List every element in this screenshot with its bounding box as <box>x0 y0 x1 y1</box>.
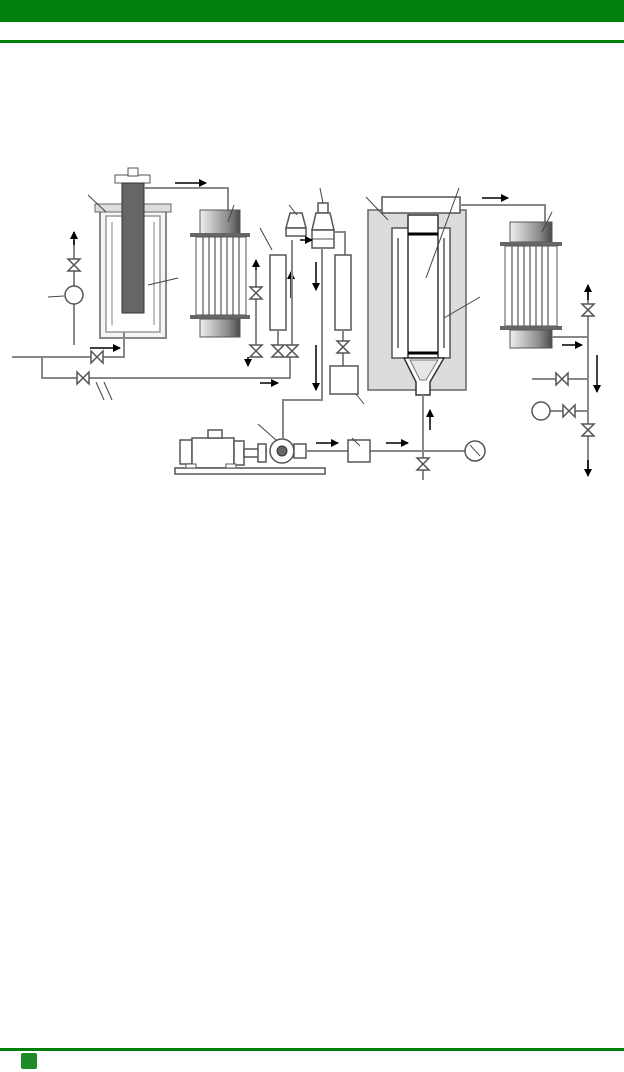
pressure-gauge-icon <box>64 285 84 305</box>
leader-line <box>355 393 365 405</box>
heat-exchanger-icon <box>500 221 562 349</box>
leader-line <box>147 277 179 286</box>
pipe <box>282 248 323 438</box>
reactor-left <box>94 167 172 339</box>
valve-icon <box>270 344 286 358</box>
fluidized-bed-furnace <box>367 196 467 396</box>
leader-line <box>95 381 105 401</box>
cyclone-large <box>311 202 335 249</box>
gauge-needle <box>469 444 481 457</box>
heat-exchanger-icon <box>190 209 250 338</box>
recycle-logo-icon <box>21 1053 37 1069</box>
valve-icon <box>66 258 82 272</box>
leader-line <box>47 295 65 298</box>
process-flow-diagram <box>12 167 601 480</box>
leader-line <box>259 227 273 251</box>
leader-line <box>227 204 235 223</box>
header-bar <box>0 0 624 22</box>
pipe <box>144 187 229 212</box>
leader-line <box>257 423 277 441</box>
valve-icon <box>555 371 569 387</box>
valve-icon <box>415 457 431 471</box>
cyclone-small <box>285 212 307 237</box>
pipe <box>255 240 293 345</box>
pipe <box>460 204 546 222</box>
leader-line <box>87 194 107 213</box>
pipe <box>42 332 125 358</box>
leader-line <box>541 211 553 233</box>
leader-line <box>351 437 361 447</box>
valve-icon <box>562 403 576 419</box>
leader-line <box>288 204 298 216</box>
valve-icon <box>284 344 300 358</box>
leader-line <box>103 381 113 401</box>
collection-vessel <box>329 365 359 395</box>
leader-line <box>443 296 481 319</box>
valve-icon <box>76 370 90 386</box>
valve-icon <box>248 286 264 300</box>
separation-column <box>334 254 352 331</box>
leader-line <box>365 196 389 221</box>
leader-line <box>319 187 324 204</box>
pump-motor-icon <box>174 429 326 475</box>
footer-rule <box>0 1048 624 1051</box>
valve-icon <box>580 303 596 317</box>
separation-column <box>269 254 287 331</box>
leader-line <box>425 187 460 279</box>
inline-filter <box>347 439 371 463</box>
pipe <box>12 352 291 379</box>
valve-icon <box>90 349 104 365</box>
valve-icon <box>580 423 596 437</box>
valve-icon <box>248 344 264 358</box>
valve-icon <box>335 340 351 354</box>
header-rule <box>0 40 624 43</box>
pipe <box>334 231 346 255</box>
pressure-gauge-icon <box>531 401 551 421</box>
